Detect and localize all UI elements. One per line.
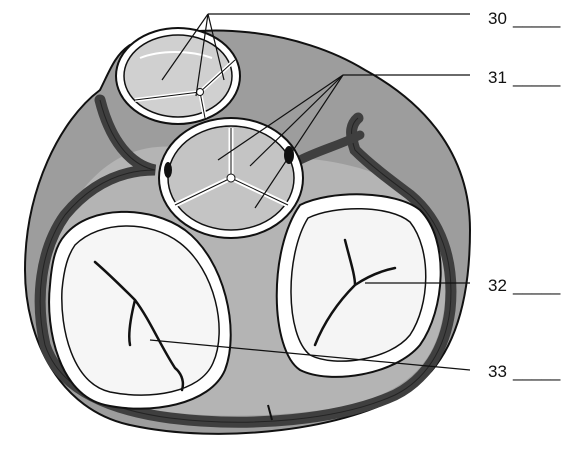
label-32-blank: _____: [512, 276, 561, 295]
label-33-blank: _____: [512, 362, 561, 381]
label-30-number: 30: [488, 9, 507, 28]
label-31-number: 31: [488, 68, 507, 87]
label-30: 30 _____: [488, 9, 561, 28]
mitral-valve: [277, 194, 441, 377]
pulmonary-valve: [116, 28, 240, 124]
label-32-number: 32: [488, 276, 507, 295]
label-32: 32 _____: [488, 276, 561, 295]
label-30-blank: _____: [512, 9, 561, 28]
label-33: 33 _____: [488, 362, 561, 381]
label-31: 31 _____: [488, 68, 561, 87]
label-31-blank: _____: [512, 68, 561, 87]
label-33-number: 33: [488, 362, 507, 381]
